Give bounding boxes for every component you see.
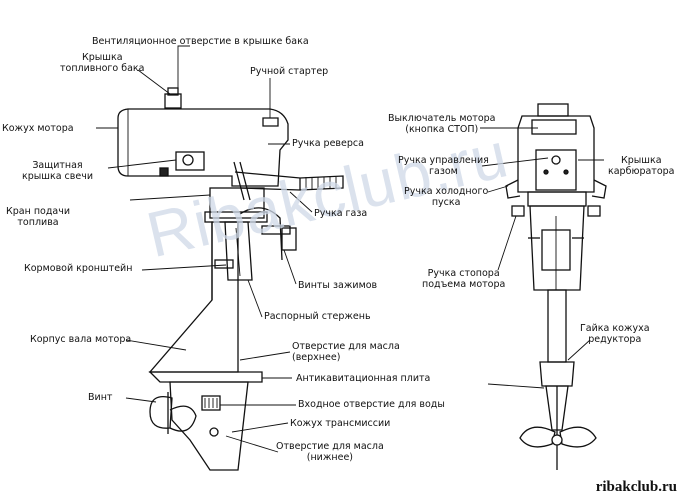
label-gearbox-nut: Гайка кожуха редуктора: [580, 323, 650, 345]
label-shaft-housing: Корпус вала мотора: [30, 334, 132, 345]
label-vent-hole: Вентиляционное отверстие в крышке бака: [92, 36, 309, 47]
side-view-motor: [117, 87, 344, 471]
label-stern-bracket: Кормовой кронштейн: [24, 263, 133, 274]
label-tilt-lock: Ручка стопора подъема мотора: [422, 268, 506, 290]
label-fuel-valve: Кран подачи топлива: [6, 206, 71, 228]
label-choke-handle: Ручка холодного пуска: [404, 186, 489, 208]
label-manual-starter: Ручной стартер: [250, 66, 329, 77]
label-propeller: Винт: [88, 392, 113, 403]
leader-lines: [96, 45, 604, 453]
label-transmission-housing: Кожух трансмиссии: [290, 418, 391, 429]
label-strut-rod: Распорный стержень: [264, 311, 371, 322]
label-oil-hole-upper: Отверстие для масла (верхнее): [292, 341, 400, 363]
label-oil-hole-lower: Отверстие для масла (нижнее): [276, 441, 384, 463]
label-clamp-screws: Винты зажимов: [298, 280, 378, 291]
label-anticavitation-plate: Антикавитационная плита: [296, 373, 431, 384]
label-carburetor-cover: Крышка карбюратора: [608, 155, 675, 177]
label-throttle-control: Ручка управления газом: [398, 155, 489, 177]
label-reverse-handle: Ручка реверса: [292, 138, 364, 149]
label-water-inlet: Входное отверстие для воды: [298, 399, 445, 410]
label-stop-button: Выключатель мотора (кнопка СТОП): [388, 113, 496, 135]
label-fuel-cap: Крышка топливного бака: [60, 52, 145, 74]
rear-view-motor: [505, 103, 607, 470]
site-credit: ribakclub.ru: [595, 479, 677, 495]
label-spark-plug-cover: Защитная крышка свечи: [22, 160, 93, 182]
label-throttle-grip: Ручка газа: [314, 208, 368, 219]
label-motor-cover: Кожух мотора: [2, 123, 74, 134]
